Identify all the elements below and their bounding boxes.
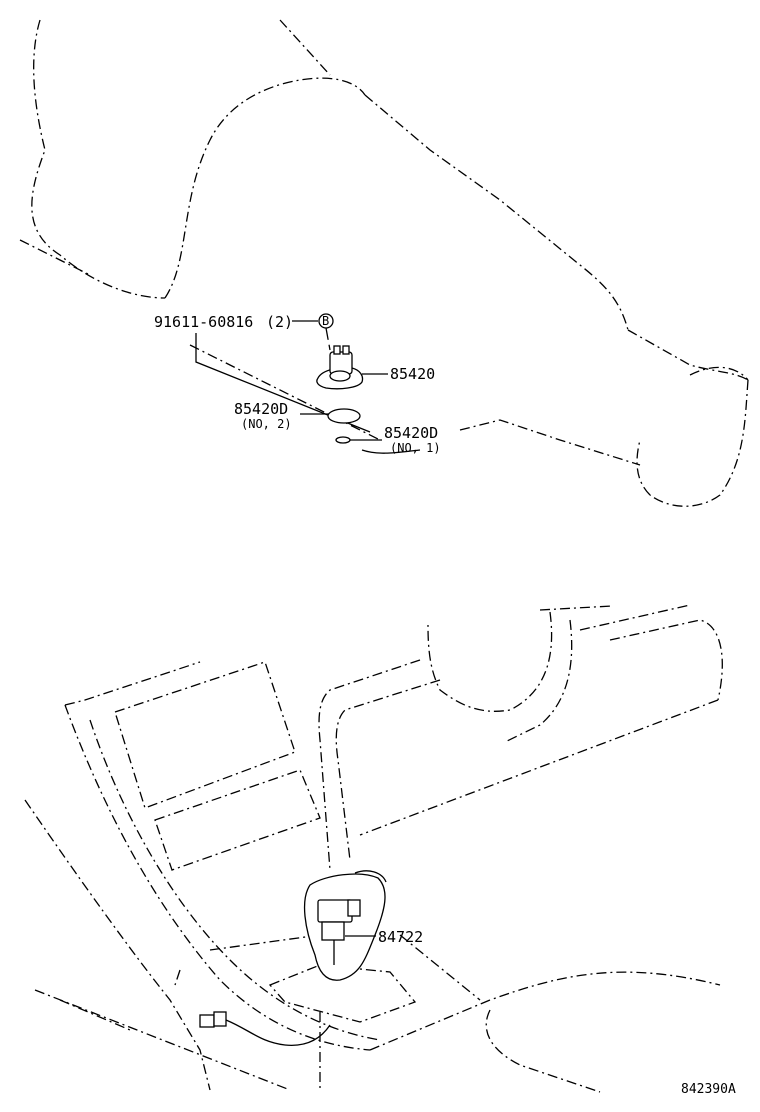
bolt-quantity: (2) — [266, 313, 293, 331]
wire-harness — [199, 1011, 331, 1046]
o-ring-no1: 85420D (NO, 1) — [335, 424, 441, 455]
console-outline — [24, 604, 723, 1093]
transmission-housing-outline — [19, 19, 749, 507]
bolt-callout: 91611-60816 (2) B — [154, 313, 371, 433]
shift-lever-housing — [303, 870, 387, 981]
neutral-start-switch: 85420 — [316, 345, 435, 390]
o-ring-no1-part-number: 85420D — [384, 424, 438, 442]
o-ring-no2-part-number: 85420D — [234, 400, 288, 418]
bolt-marker-letter: B — [322, 314, 329, 328]
shift-switch-callout: 84722 — [345, 928, 423, 946]
o-ring-no1-label: (NO, 1) — [390, 441, 441, 455]
bolt-part-number: 91611-60816 — [154, 313, 253, 331]
o-ring-no2-label: (NO, 2) — [241, 417, 292, 431]
switch-part-number: 85420 — [390, 365, 435, 383]
shift-switch-part-number: 84722 — [378, 928, 423, 946]
figure-reference: 842390A — [681, 1082, 736, 1097]
o-ring-no2: 85420D (NO, 2) — [234, 400, 361, 431]
